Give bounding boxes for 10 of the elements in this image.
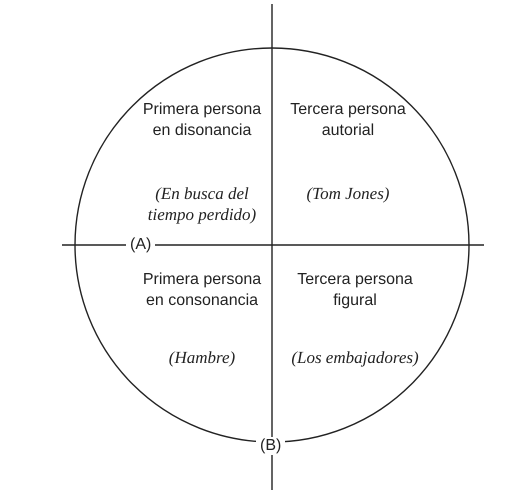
axis-label: (B) xyxy=(256,437,286,455)
quadrant-heading: Primera persona en consonancia xyxy=(142,270,262,311)
example-title: (Tom Jones) xyxy=(306,183,390,204)
example-title: (En busca del tiempo perdido) xyxy=(146,183,258,225)
quadrant-heading: Primera persona en disonancia xyxy=(142,100,262,141)
quadrant-heading: Tercera persona figural xyxy=(296,270,414,311)
example-title: (Los embajadores) xyxy=(291,347,419,368)
quadrant-heading: Tercera persona autorial xyxy=(289,100,407,141)
axis-label: (A) xyxy=(126,236,156,254)
example-title: (Hambre) xyxy=(168,347,236,368)
